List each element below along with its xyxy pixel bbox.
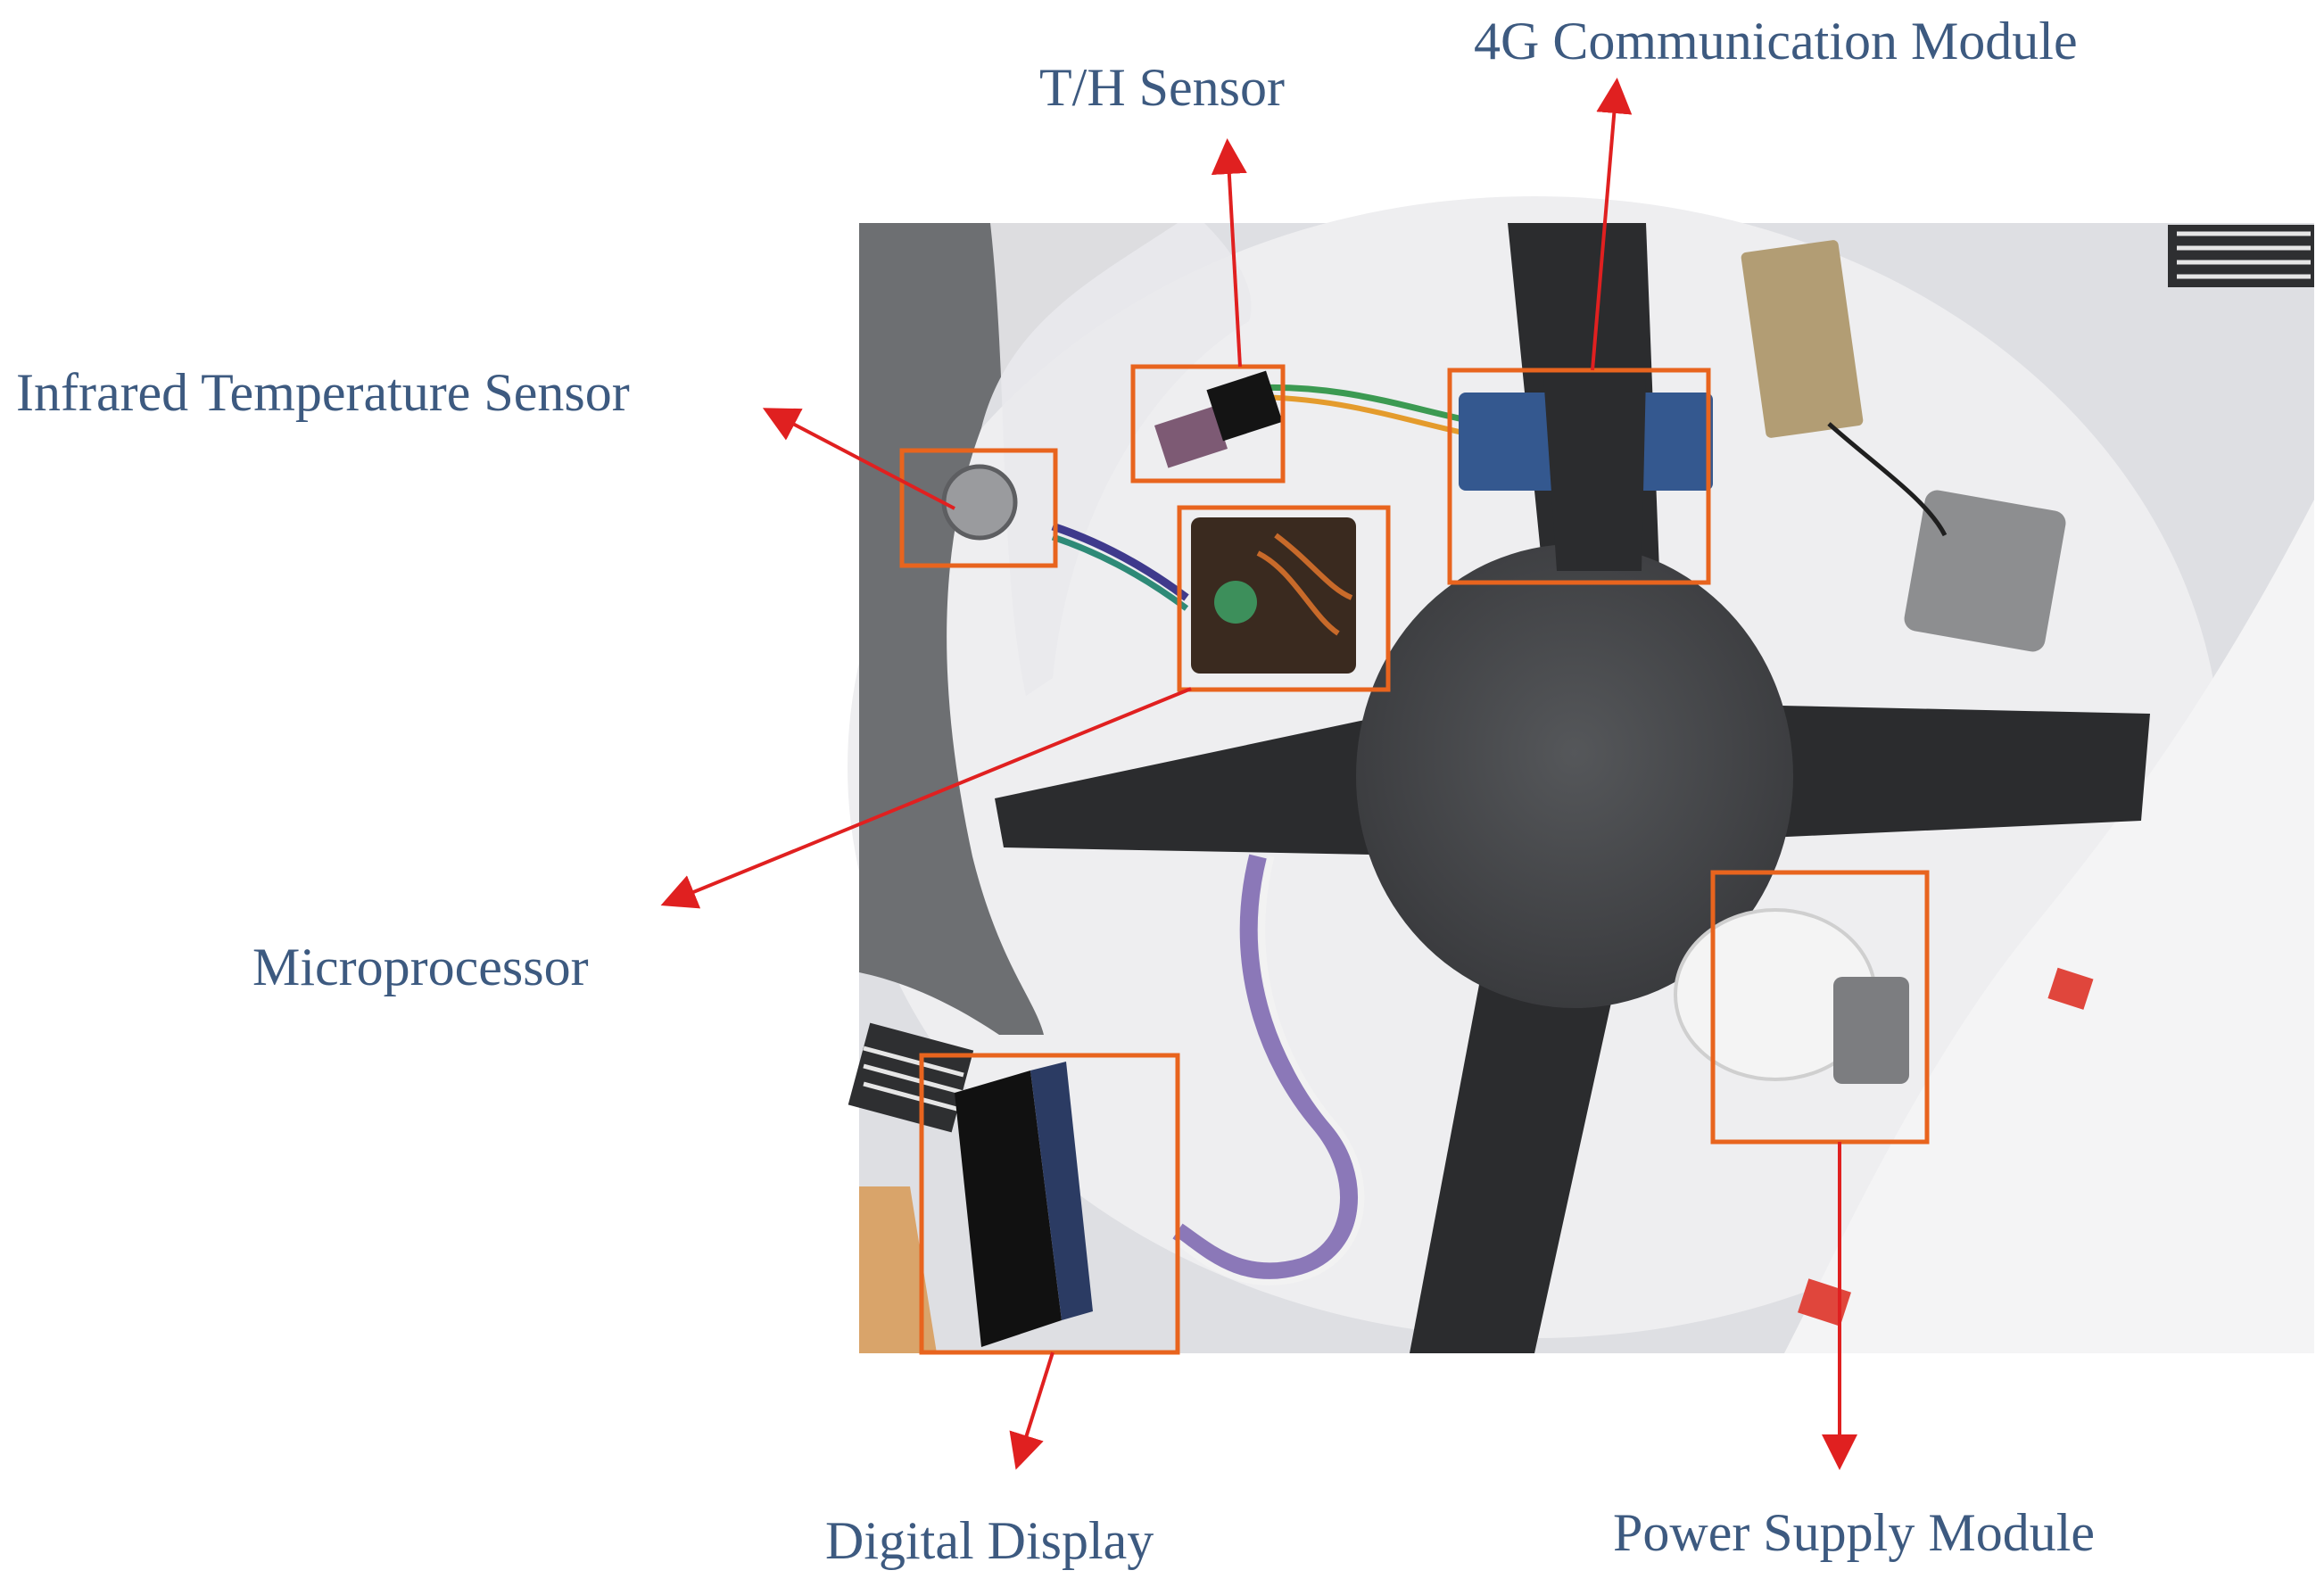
box-microprocessor — [1177, 505, 1391, 692]
white-curved-band — [990, 223, 1252, 696]
box-infrared-sensor — [899, 448, 1058, 568]
gray-fabric-padding — [859, 223, 1178, 1035]
label-th-sensor: T/H Sensor — [1039, 58, 1285, 117]
arrow-microprocessor — [660, 687, 1192, 909]
label-microprocessor: Microprocessor — [252, 938, 589, 996]
red-clip-upper — [2047, 967, 2094, 1010]
wire-teal-left — [1051, 533, 1189, 611]
ribbon-cable-white — [1175, 855, 1365, 1285]
ribbon-cable-purple — [1172, 854, 1358, 1281]
digital-display-pcb — [1030, 1062, 1093, 1320]
th-sensor-board — [1154, 406, 1228, 468]
callout-arrows — [660, 78, 1857, 1470]
box-power-supply — [1710, 870, 1930, 1145]
arrow-infrared — [762, 408, 955, 510]
microprocessor-wires — [1256, 533, 1353, 636]
striped-band-top-right-pattern — [2177, 231, 2311, 279]
box-4g-module — [1447, 368, 1711, 585]
antenna-patch — [1741, 240, 1864, 438]
highlight-boxes — [899, 364, 1930, 1355]
elastic-strap-left — [995, 705, 1463, 856]
box-th-sensor — [1130, 364, 1286, 484]
central-gray-disc — [1356, 544, 1793, 1008]
elastic-strap-down — [1410, 928, 1624, 1353]
label-digital-display: Digital Display — [825, 1511, 1154, 1570]
elastic-strap-right — [1740, 705, 2150, 839]
wire-purple-left — [1051, 522, 1189, 601]
microprocessor-green-component — [1214, 581, 1257, 624]
arrow-th — [1211, 138, 1247, 368]
comm-4g-strap-overlay — [1543, 375, 1646, 571]
label-infrared-temperature-sensor: Infrared Temperature Sensor — [16, 363, 630, 422]
box-digital-display — [919, 1053, 1180, 1355]
th-sensor-connector — [1206, 370, 1283, 442]
digital-display-screen — [955, 1070, 1062, 1347]
microprocessor-board — [1191, 517, 1356, 674]
wood-tabletop — [859, 1186, 937, 1353]
power-puck-connector — [1833, 977, 1909, 1084]
infrared-sensor-knob — [941, 464, 1018, 541]
arrow-4g — [1591, 78, 1633, 371]
label-4g-communication-module: 4G Communication Module — [1474, 12, 2078, 70]
red-clip-lower — [1798, 1278, 1851, 1327]
arrow-digital-display — [1009, 1351, 1054, 1470]
wire-black-gps — [1827, 422, 1948, 537]
label-power-supply-module: Power Supply Module — [1613, 1503, 2095, 1562]
device-photo — [848, 196, 2314, 1353]
striped-band-bottom-left-pattern — [863, 1046, 964, 1113]
